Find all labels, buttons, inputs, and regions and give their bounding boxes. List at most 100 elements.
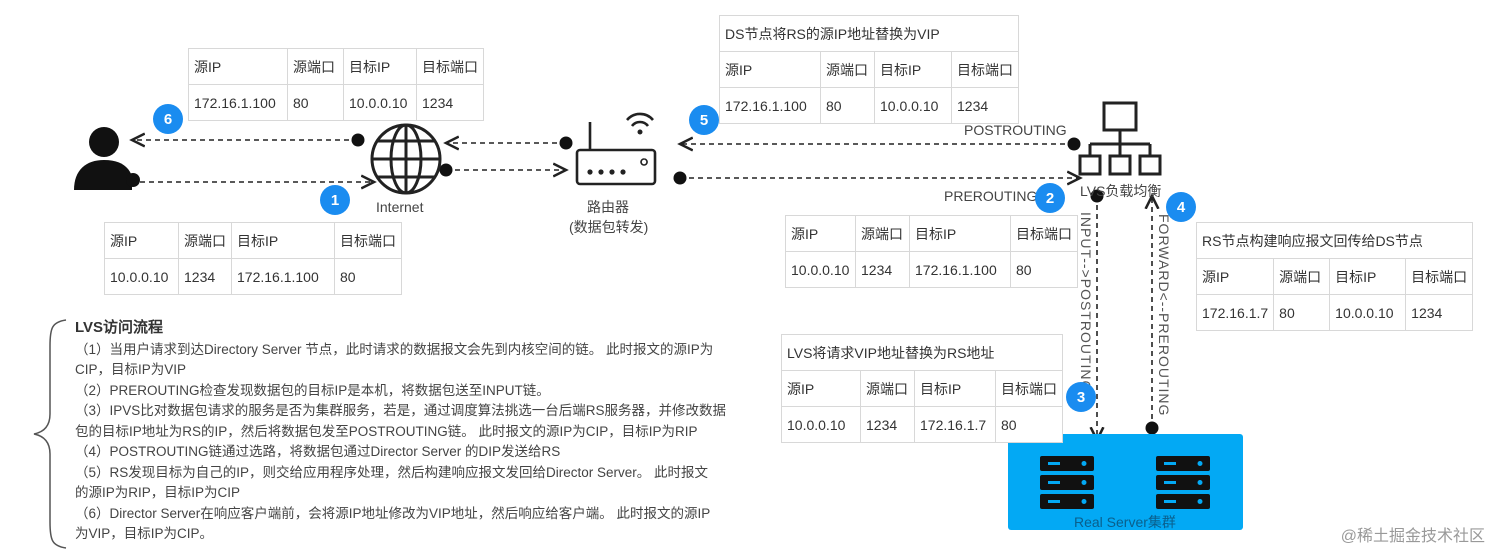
col-header: 目标端口 bbox=[951, 51, 1019, 88]
col-header: 源端口 bbox=[820, 51, 875, 88]
postrouting-label: POSTROUTING bbox=[964, 122, 1067, 138]
input-postrouting-label: INPUT-->POSTROUTING bbox=[1078, 212, 1094, 393]
notes-line: （5）RS发现目标为自己的IP，则交给应用程序处理，然后构建响应报文发回给Dir… bbox=[75, 464, 709, 480]
step-badge-1: 1 bbox=[320, 185, 350, 215]
forward-prerouting-label: FORWARD<--PREROUTING bbox=[1156, 214, 1172, 417]
notes-title: LVS访问流程 bbox=[75, 319, 164, 336]
table-cell: 80 bbox=[995, 406, 1063, 443]
step-badge-6: 6 bbox=[153, 104, 183, 134]
col-header: 源IP bbox=[785, 215, 856, 252]
table-cell: 10.0.0.10 bbox=[104, 258, 179, 295]
router-sublabel: (数据包转发) bbox=[569, 219, 649, 235]
col-header: 源IP bbox=[719, 51, 821, 88]
dot bbox=[1090, 189, 1104, 203]
table-cell: 172.16.1.7 bbox=[1195, 294, 1275, 331]
table-cell: 1234 bbox=[860, 406, 915, 443]
table-cell: 80 bbox=[1273, 294, 1331, 331]
notes-line: 的源IP为RIP，目标IP为CIP bbox=[75, 485, 241, 500]
col-header: 源IP bbox=[188, 48, 288, 85]
router-label: 路由器 bbox=[587, 199, 629, 215]
user-icon bbox=[74, 127, 140, 190]
col-header: 源IP bbox=[104, 222, 179, 259]
col-header: 目标端口 bbox=[1010, 215, 1078, 252]
notes-line: （6）Director Server在响应客户端前，会将源IP地址修改为VIP地… bbox=[75, 505, 711, 521]
col-header: 目标IP bbox=[1329, 258, 1407, 295]
notes-line: （3）IPVS比对数据包请求的服务是否为集群服务，若是，通过调度算法挑选一台后端… bbox=[75, 403, 727, 418]
prerouting-label: PREROUTING bbox=[944, 188, 1038, 204]
brace-shape bbox=[33, 319, 67, 549]
table-cell: 172.16.1.100 bbox=[231, 258, 335, 295]
col-header: 源端口 bbox=[1273, 258, 1331, 295]
notes-line: CIP，目标IP为VIP bbox=[75, 362, 187, 377]
col-header: 目标IP bbox=[231, 222, 335, 259]
table-cell: 10.0.0.10 bbox=[785, 251, 856, 288]
server-icon bbox=[1156, 456, 1210, 509]
table-caption: DS节点将RS的源IP地址替换为VIP bbox=[719, 15, 1019, 52]
col-header: 目标IP bbox=[914, 370, 996, 407]
real-server-label: Real Server集群 bbox=[1074, 514, 1176, 530]
col-header: 目标端口 bbox=[334, 222, 402, 259]
dot bbox=[673, 171, 687, 185]
table-cell: 10.0.0.10 bbox=[343, 84, 417, 121]
network-hierarchy-icon bbox=[1078, 101, 1162, 176]
dot bbox=[1067, 137, 1081, 151]
table-cell: 10.0.0.10 bbox=[874, 87, 952, 124]
dot bbox=[559, 136, 573, 150]
table-cell: 172.16.1.100 bbox=[909, 251, 1011, 288]
table-caption: RS节点构建响应报文回传给DS节点 bbox=[1195, 222, 1474, 259]
notes-line: （2）PREROUTING检查发现数据包的目标IP是本机，将数据包送至INPUT… bbox=[75, 382, 550, 398]
col-header: 目标端口 bbox=[1405, 258, 1474, 295]
col-header: 源端口 bbox=[860, 370, 915, 407]
table-cell: 80 bbox=[820, 87, 875, 124]
col-header: 源IP bbox=[1195, 258, 1275, 295]
table-cell: 172.16.1.7 bbox=[914, 406, 996, 443]
process-notes: LVS访问流程 （1）当用户请求到达Directory Server 节点，此时… bbox=[75, 318, 755, 545]
table-cell: 10.0.0.10 bbox=[1329, 294, 1407, 331]
col-header: 目标IP bbox=[343, 48, 417, 85]
col-header: 源端口 bbox=[178, 222, 232, 259]
col-header: 源端口 bbox=[855, 215, 910, 252]
table-cell: 80 bbox=[287, 84, 344, 121]
real-server-cluster: Real Server集群 bbox=[1008, 434, 1243, 530]
col-header: 源端口 bbox=[287, 48, 344, 85]
notes-line: 为VIP，目标IP为CIP。 bbox=[75, 526, 214, 541]
table-cell: 1234 bbox=[416, 84, 484, 121]
col-header: 目标IP bbox=[909, 215, 1011, 252]
dot bbox=[351, 133, 365, 147]
router-icon bbox=[575, 112, 657, 186]
step-badge-4: 4 bbox=[1166, 192, 1196, 222]
step-badge-5: 5 bbox=[689, 105, 719, 135]
step-badge-2: 2 bbox=[1035, 183, 1065, 213]
col-header: 目标IP bbox=[874, 51, 952, 88]
table-cell: 80 bbox=[334, 258, 402, 295]
table-cell: 80 bbox=[1010, 251, 1078, 288]
table-cell: 172.16.1.100 bbox=[719, 87, 821, 124]
table-cell: 172.16.1.100 bbox=[188, 84, 288, 121]
notes-line: （4）POSTROUTING链通过选路，将数据包通过Director Serve… bbox=[75, 444, 561, 459]
dot bbox=[1145, 421, 1159, 435]
step-badge-3: 3 bbox=[1066, 382, 1096, 412]
watermark: @稀土掘金技术社区 bbox=[1340, 528, 1485, 545]
notes-line: 包的目标IP地址为RS的IP，然后将数据包发至POSTROUTING链。 此时报… bbox=[75, 423, 698, 439]
table-cell: 10.0.0.10 bbox=[781, 406, 861, 443]
lvs-label: LVS负载均衡 bbox=[1080, 183, 1162, 199]
table-cell: 1234 bbox=[1405, 294, 1474, 331]
table-caption: LVS将请求VIP地址替换为RS地址 bbox=[781, 334, 1063, 371]
col-header: 目标端口 bbox=[995, 370, 1063, 407]
server-icon bbox=[1040, 456, 1094, 509]
col-header: 目标端口 bbox=[416, 48, 484, 85]
globe-icon bbox=[370, 123, 442, 195]
notes-line: （1）当用户请求到达Directory Server 节点，此时请求的数据报文会… bbox=[75, 341, 714, 357]
internet-label: Internet bbox=[376, 199, 424, 215]
table-cell: 1234 bbox=[951, 87, 1019, 124]
table-cell: 1234 bbox=[855, 251, 910, 288]
col-header: 源IP bbox=[781, 370, 861, 407]
dot bbox=[439, 163, 453, 177]
